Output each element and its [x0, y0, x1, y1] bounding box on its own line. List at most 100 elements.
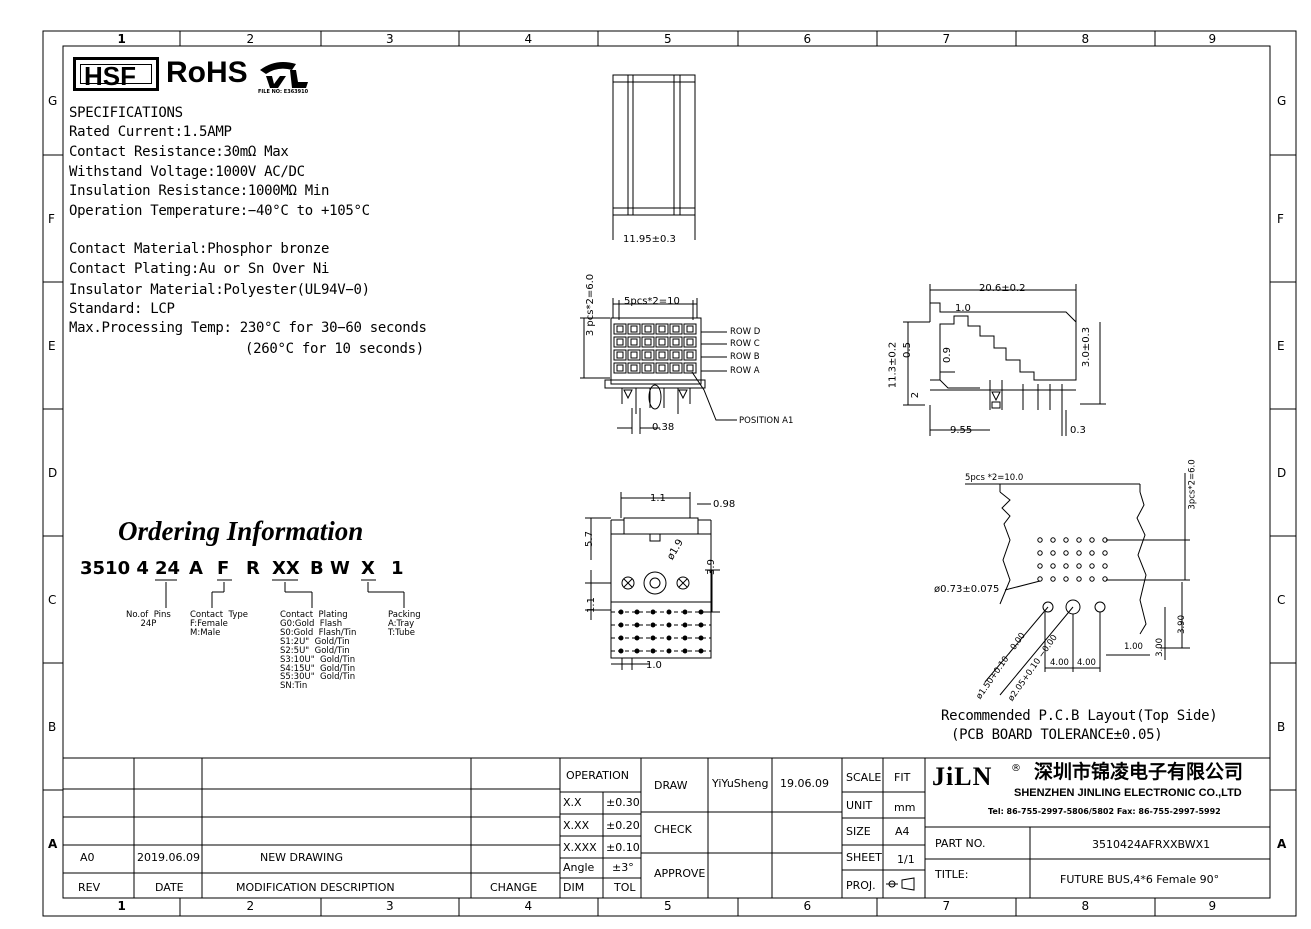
part-no-value: 3510424AFRXXBWX1	[1092, 838, 1211, 851]
border-label: E	[48, 338, 56, 353]
border-label: C	[1277, 592, 1286, 607]
date-header: DATE	[155, 881, 184, 894]
border-label: 4	[524, 32, 533, 46]
tol-row: Angle	[563, 861, 595, 874]
scale-value: FIT	[894, 771, 911, 784]
border-label: G	[48, 93, 58, 108]
approve-label: APPROVE	[654, 867, 706, 880]
border-label: A	[48, 837, 58, 851]
spec-line: Insulator Material:Polyester(UL94V−0)	[69, 282, 370, 298]
spec-line: Contact Resistance:30mΩ Max	[69, 144, 289, 160]
dim-bot-11: 1.1	[650, 493, 666, 504]
border-label: 5	[664, 899, 672, 913]
dim-side-len: 20.6±0.2	[979, 283, 1026, 294]
dim-top-width: 11.95±0.3	[623, 234, 676, 245]
tol-row: ±0.30	[606, 796, 640, 809]
dim-bot-11v: 1.1	[585, 597, 597, 613]
dim-side-09: 0.9	[941, 347, 953, 363]
desc-value: NEW DRAWING	[260, 851, 344, 864]
code-part: R	[246, 558, 260, 579]
ordering-title: Ordering Information	[118, 516, 364, 546]
dim-bot-098: 0.98	[713, 499, 736, 510]
spec-line: Operation Temperature:−40°C to +105°C	[69, 203, 370, 219]
tol-row: X.X	[563, 796, 582, 809]
company-logo: JiLN	[932, 762, 993, 791]
company-cn: 深圳市锦凌电子有限公司	[1034, 761, 1244, 783]
spec-line: Max.Processing Temp: 230°C for 30−60 sec…	[69, 320, 427, 336]
code-part: X	[361, 558, 375, 579]
registered-icon: ®	[1011, 763, 1021, 774]
border-label: F	[1277, 211, 1284, 226]
tol-row: TOL	[614, 881, 636, 894]
plating-legend: Contact Plating G0:Gold Flash S0:Gold Fl…	[280, 610, 357, 692]
border-label: 8	[1081, 899, 1090, 913]
pcb-hole: ø0.73±0.075	[934, 584, 1000, 595]
contact-type-legend: Contact Type F:Female M:Male	[190, 610, 248, 638]
packing-legend: Packing A:Tray T:Tube	[388, 610, 421, 638]
tol-row: ±0.10	[606, 841, 640, 854]
size-value: A4	[895, 825, 910, 838]
dim-side-2: 2	[910, 391, 922, 399]
spec-line: Withstand Voltage:1000V AC/DC	[69, 164, 305, 180]
date-value: 2019.06.09	[137, 851, 200, 864]
border-label: B	[48, 719, 57, 734]
border-label: D	[1277, 465, 1287, 480]
size-label: SIZE	[846, 825, 871, 838]
code-part: 3510 4	[80, 558, 149, 579]
dim-pitch-v: 3 pcs*2=6.0	[585, 273, 597, 337]
scale-label: SCALE	[846, 771, 882, 784]
border-label: F	[48, 211, 55, 226]
border-label: 3	[386, 32, 394, 46]
dim-pitch-h: 5pcs*2=10	[624, 296, 680, 307]
draw-name: YiYuSheng	[712, 777, 769, 790]
sheet-value: 1/1	[897, 853, 915, 866]
desc-header: MODIFICATION DESCRIPTION	[236, 881, 395, 894]
pins-legend: No.of Pins 24P	[126, 610, 171, 629]
pcb-300: 3.00	[1155, 637, 1166, 657]
border-label: 1	[117, 32, 126, 46]
spec-line: Insulation Resistance:1000MΩ Min	[69, 183, 330, 199]
spec-line: (260°C for 10 seconds)	[245, 341, 424, 357]
code-part: 1	[391, 558, 404, 579]
tol-row: ±0.20	[606, 819, 640, 832]
spec-line: Rated Current:1.5AMP	[69, 124, 232, 140]
dim-pin: 0.38	[652, 422, 675, 433]
dim-side-955: 9.55	[950, 425, 973, 436]
border-label: 5	[664, 32, 672, 46]
border-label: E	[1277, 338, 1285, 353]
spec-heading: SPECIFICATIONS	[69, 105, 183, 121]
part-no-label: PART NO.	[935, 837, 986, 850]
pcb-pitch-h: 5pcs *2=10.0	[965, 473, 1024, 483]
row-c-label: ROW C	[730, 339, 760, 349]
border-label: 2	[246, 32, 255, 46]
code-part: F	[217, 558, 230, 579]
dim-side-h: 11.3±0.2	[887, 341, 899, 389]
rev-header: REV	[78, 881, 101, 894]
border-label: 8	[1081, 32, 1090, 46]
pcb-100: 1.00	[1124, 642, 1143, 652]
title-value: FUTURE BUS,4*6 Female 90°	[1060, 873, 1220, 886]
title-label: TITLE:	[935, 868, 969, 881]
border-label: A	[1277, 837, 1287, 851]
tol-row: DIM	[563, 881, 585, 894]
hsf-logo: HSF	[73, 57, 159, 91]
rohs-logo: RoHS	[166, 56, 248, 89]
spec-line: Standard: LCP	[69, 301, 175, 317]
border-label: B	[1277, 719, 1286, 734]
pcb-caption-tolerance: (PCB BOARD TOLERANCE±0.05)	[951, 727, 1163, 743]
border-label: G	[1277, 93, 1287, 108]
position-label: POSITION A1	[739, 416, 794, 426]
border-label: 2	[246, 899, 255, 913]
code-part: A	[189, 558, 203, 579]
tol-header: OPERATION	[566, 769, 629, 782]
border-label: 7	[942, 32, 951, 46]
check-label: CHECK	[654, 823, 692, 836]
draw-date: 19.06.09	[780, 777, 829, 790]
change-header: CHANGE	[490, 881, 538, 894]
dim-bot-39: 3.9	[705, 559, 717, 575]
border-label: D	[48, 465, 58, 480]
border-label: 1	[117, 899, 126, 913]
pcb-390: 3.90	[1177, 614, 1188, 634]
company-en: SHENZHEN JINLING ELECTRONIC CO.,LTD	[1014, 787, 1242, 799]
